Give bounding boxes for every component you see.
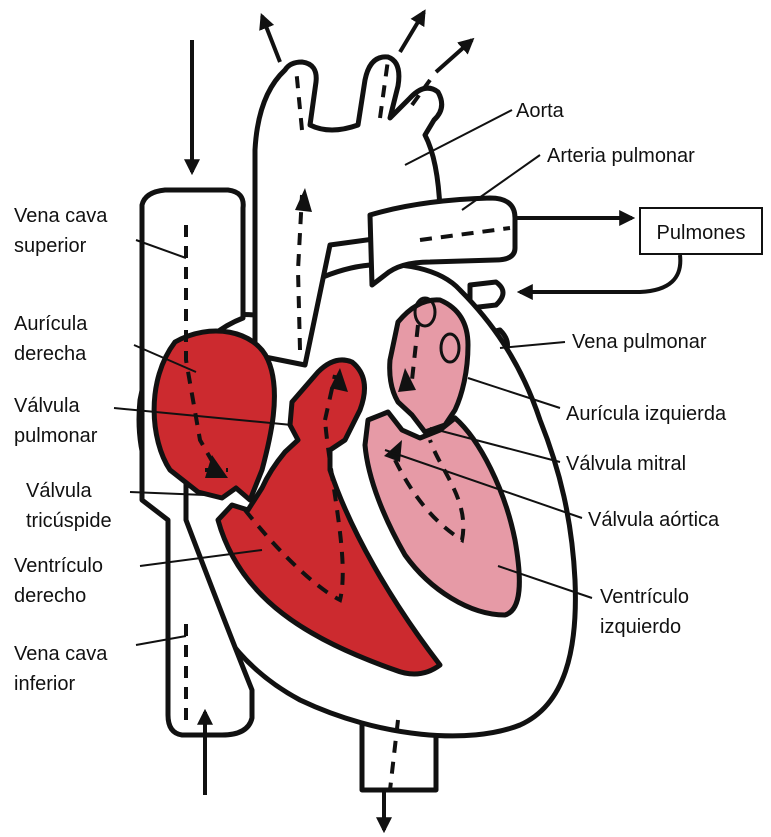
label-vena-cava-superior: Vena cava superior xyxy=(14,205,113,257)
label-ventriculo-izquierdo: Ventrículo izquierdo xyxy=(600,586,695,638)
arrow-aorta-out-2 xyxy=(400,12,424,52)
label-arteria-pulmonar: Arteria pulmonar xyxy=(547,145,695,167)
pulmonary-artery xyxy=(370,198,515,285)
pulmones-label: Pulmones xyxy=(657,222,746,244)
label-aorta: Aorta xyxy=(516,100,565,122)
label-auricula-izquierda: Aurícula izquierda xyxy=(566,403,727,425)
arrow-aorta-out-1 xyxy=(262,16,280,62)
arrow-aorta-out-3 xyxy=(436,40,472,72)
label-ventriculo-derecho: Ventrículo derecho xyxy=(14,555,109,607)
arrow-from-lungs xyxy=(520,255,680,292)
label-valvula-pulmonar: Válvula pulmonar xyxy=(14,395,98,447)
label-valvula-aortica: Válvula aórtica xyxy=(588,509,720,531)
label-auricula-derecha: Aurícula derecha xyxy=(14,313,93,365)
label-valvula-tricuspide: Válvula tricúspide xyxy=(26,480,112,532)
label-vena-pulmonar: Vena pulmonar xyxy=(572,331,707,353)
label-vena-cava-inferior: Vena cava inferior xyxy=(14,643,113,695)
label-valvula-mitral: Válvula mitral xyxy=(566,453,686,475)
